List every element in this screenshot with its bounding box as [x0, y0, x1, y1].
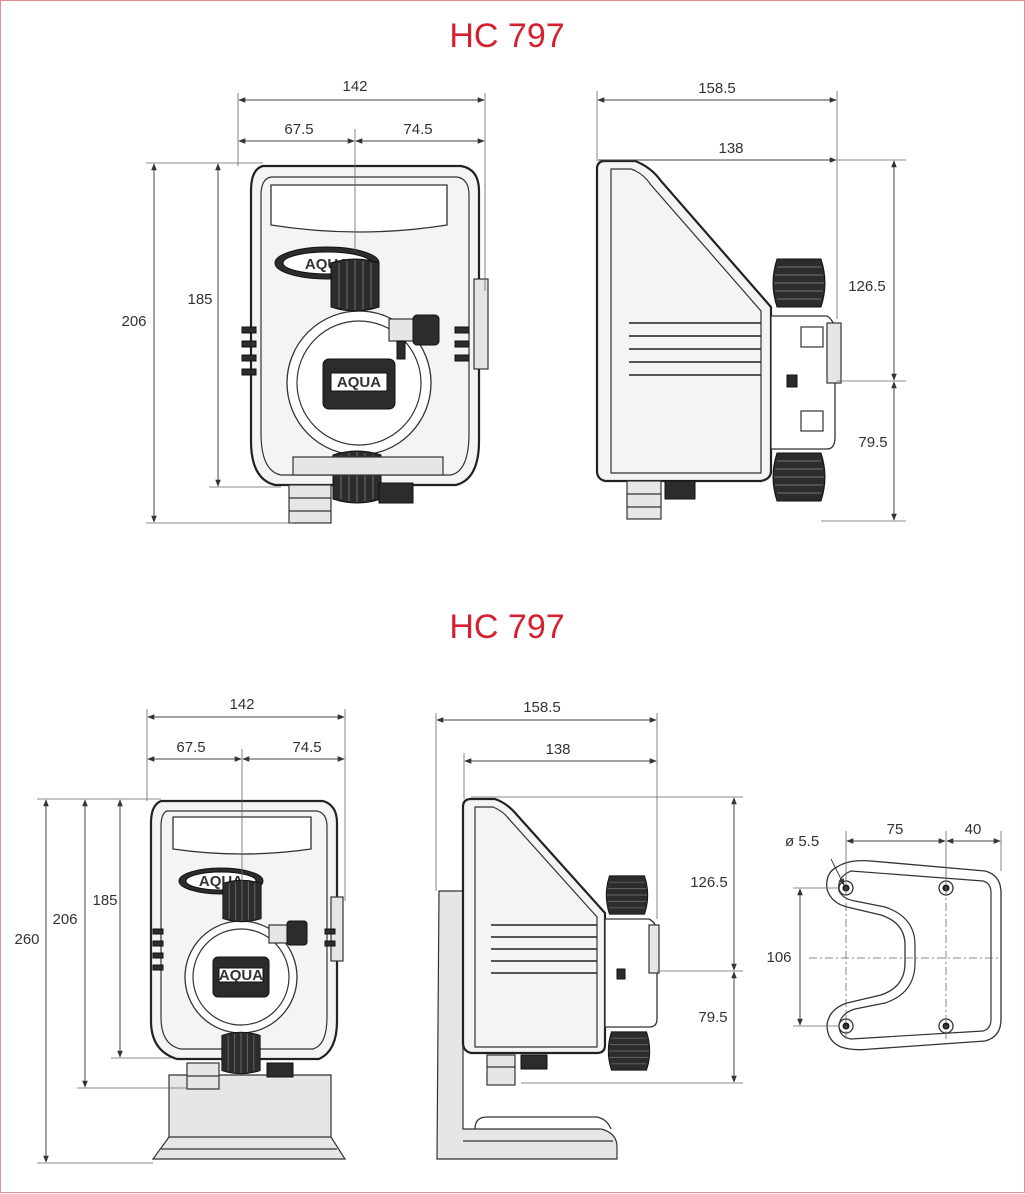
- bottom-side-depth-inner: 138: [545, 741, 570, 758]
- bottom-front-height-total: 206: [52, 911, 77, 928]
- top-front-height-total: 206: [121, 313, 146, 330]
- bottom-side-depth-total: 158.5: [523, 699, 561, 716]
- top-side-dimensions: 158.5 138 126.5 79.5: [596, 80, 906, 522]
- top-title: HC 797: [449, 17, 564, 55]
- mounting-bracket: [826, 859, 1002, 1051]
- top-front-right-half: 74.5: [403, 121, 432, 138]
- bottom-front-width: 142: [229, 696, 254, 713]
- bracket-dimensions: 75 40 106 ø 5.5: [766, 821, 1002, 1041]
- top-side-view: [595, 159, 842, 520]
- bottom-side-lower-height: 79.5: [698, 1009, 727, 1026]
- bottom-side-upper-height: 126.5: [690, 874, 728, 891]
- top-front-width: 142: [342, 78, 367, 95]
- bottom-front-head-logo: AQUA: [219, 967, 263, 984]
- bottom-front-view: AQUA AQUA: [149, 799, 347, 1160]
- bottom-side-view: [436, 797, 660, 1160]
- bottom-front-right-half: 74.5: [292, 739, 321, 756]
- top-front-head-logo: AQUA: [337, 374, 381, 391]
- bracket-hole-diameter: ø 5.5: [785, 833, 819, 850]
- bracket-hole-spacing-y: 106: [766, 949, 791, 966]
- bottom-front-height-inner: 185: [92, 892, 117, 909]
- bottom-front-left-half: 67.5: [176, 739, 205, 756]
- top-front-left-half: 67.5: [284, 121, 313, 138]
- bottom-title: HC 797: [449, 608, 564, 646]
- bracket-hole-spacing-x: 75: [887, 821, 904, 838]
- top-side-depth-inner: 138: [718, 140, 743, 157]
- top-side-depth-total: 158.5: [698, 80, 736, 97]
- bottom-front-height-stand: 260: [14, 931, 39, 948]
- top-side-upper-height: 126.5: [848, 278, 886, 295]
- bracket-edge-offset: 40: [965, 821, 982, 838]
- top-front-view: AQUA AQUA: [241, 164, 489, 524]
- bottom-side-dimensions: 158.5 138 126.5 79.5: [435, 699, 743, 1084]
- top-front-dimensions: 142 67.5 74.5 206 185: [121, 78, 486, 524]
- bottom-front-dimensions: 142 67.5 74.5 260 206 185: [14, 696, 346, 1164]
- top-front-height-inner: 185: [187, 291, 212, 308]
- top-side-lower-height: 79.5: [858, 434, 887, 451]
